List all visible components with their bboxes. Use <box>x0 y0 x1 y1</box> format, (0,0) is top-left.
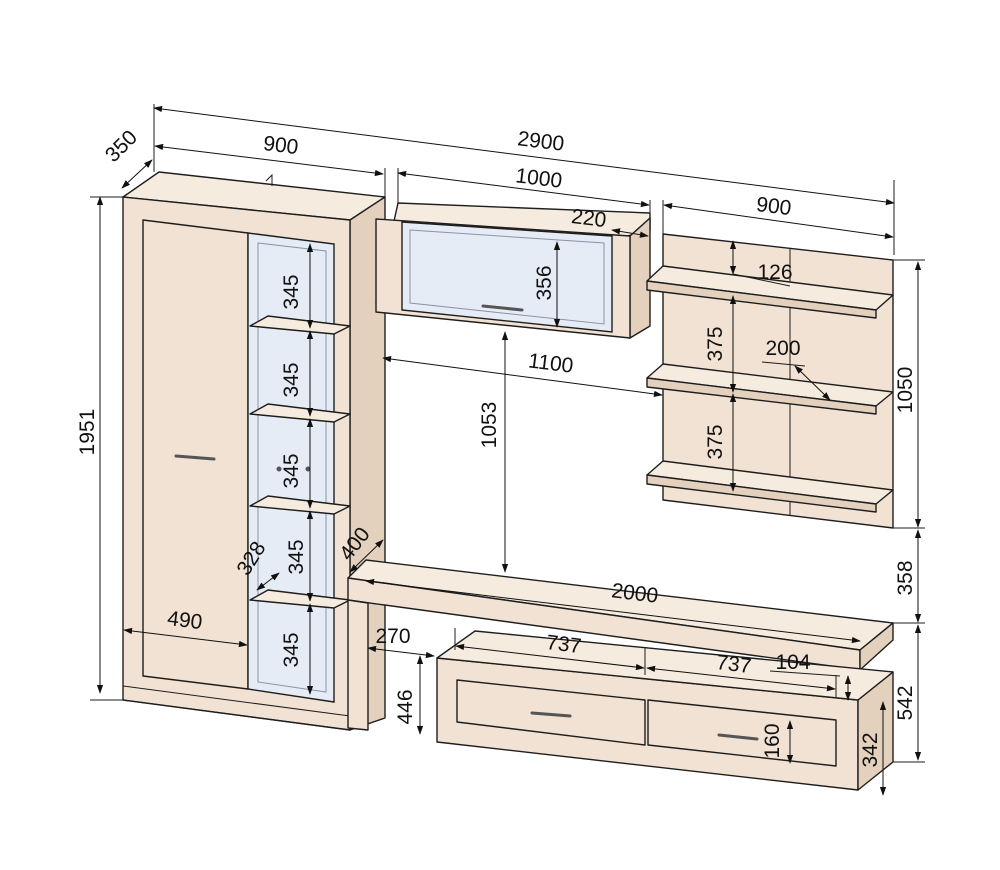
dim-shelf-gap-upper: 375 <box>704 326 727 361</box>
tv-stand-leg <box>347 599 369 731</box>
drawer-left <box>456 679 646 746</box>
dim-wall-cabinet-height: 356 <box>533 265 556 300</box>
dim-left-door-width: 490 <box>166 607 204 634</box>
lock-icon <box>276 466 282 472</box>
dim-wall-cabinet-depth: 220 <box>570 205 608 232</box>
dim-wall-cabinet-width: 1000 <box>514 164 563 193</box>
dim-shelf-panel-height: 1050 <box>894 367 917 414</box>
dim-shelf-depth: 126 <box>757 261 792 284</box>
dim-gap-to-panel: 1100 <box>527 349 575 377</box>
wall-cabinet <box>375 202 651 339</box>
dim-shelf-gap-lower: 375 <box>704 424 727 459</box>
dim-niche-height: 104 <box>775 651 810 674</box>
wall-cabinet-handle <box>481 304 524 312</box>
dim-overall-width: 2900 <box>516 127 565 156</box>
dim-leg-height: 446 <box>394 689 417 724</box>
dim-shelf-panel-width: 900 <box>755 193 793 220</box>
tall-cabinet-door-handle <box>174 454 216 461</box>
dim-shelf-spacing-2: 345 <box>280 362 303 397</box>
dim-tv-stand-total-height: 542 <box>894 685 917 720</box>
dim-shelf-board: 200 <box>765 337 800 360</box>
dim-shelf-spacing-1: 345 <box>280 274 303 309</box>
dim-niche-width-2: 737 <box>715 651 753 678</box>
dim-tv-stand-base-height: 342 <box>859 732 882 767</box>
dim-drawer-height: 160 <box>761 723 784 758</box>
dim-gap-under-wall-cabinet: 1053 <box>478 402 501 449</box>
dim-depth-left: 350 <box>101 126 142 167</box>
shelf-panel <box>646 233 894 529</box>
dim-overall-height: 1951 <box>76 409 99 456</box>
dim-shelf-spacing-4: 345 <box>285 539 308 574</box>
dim-leg-depth: 270 <box>375 625 410 648</box>
dim-left-cabinet-width: 900 <box>262 132 300 159</box>
dim-tv-stand-width: 2000 <box>610 579 659 608</box>
glass-shelves <box>249 315 351 609</box>
dim-tv-stand-top-gap: 358 <box>894 560 917 595</box>
dimension-lines <box>90 104 925 796</box>
tall-cabinet <box>122 171 386 731</box>
dimension-labels: 2900 900 350 1000 220 356 900 1951 345 3… <box>76 126 917 768</box>
dim-niche-width-1: 737 <box>545 631 583 658</box>
dim-shelf-spacing-3: 345 <box>280 453 303 488</box>
drawer-left-handle <box>530 711 572 718</box>
dim-shelf-spacing-5: 345 <box>280 632 303 667</box>
drawer-right-handle <box>717 733 759 741</box>
